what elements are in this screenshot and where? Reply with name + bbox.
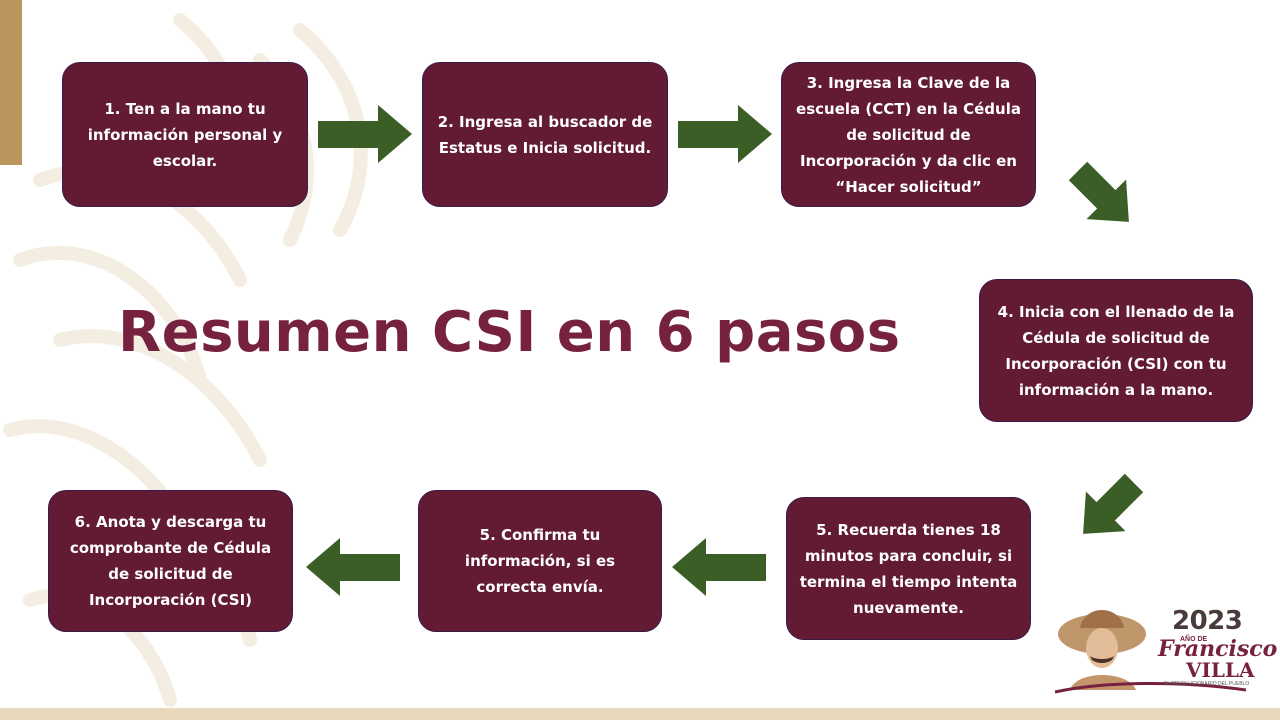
page-title: Resumen CSI en 6 pasos — [118, 300, 901, 365]
step-5-recuerda-text: 5. Recuerda tienes 18 minutos para concl… — [799, 520, 1018, 617]
step-4-text: 4. Inicia con el llenado de la Cédula de… — [997, 302, 1235, 399]
logo-name-first: Francisco — [1158, 636, 1278, 662]
step-1-box: 1. Ten a la mano tu información personal… — [62, 62, 308, 207]
logo-year: 2023 — [1172, 606, 1243, 636]
step-4-box: 4. Inicia con el llenado de la Cédula de… — [979, 279, 1253, 422]
gold-accent-bar — [0, 0, 22, 165]
step-2-box: 2. Ingresa al buscador de Estatus e Inic… — [422, 62, 668, 207]
step-3-box: 3. Ingresa la Clave de la escuela (CCT) … — [781, 62, 1036, 207]
step-6-box: 6. Anota y descarga tu comprobante de Cé… — [48, 490, 293, 632]
francisco-villa-logo — [1054, 610, 1247, 694]
bottom-band — [0, 708, 1280, 720]
step-5-confirma-box: 5. Confirma tu información, si es correc… — [418, 490, 662, 632]
arrow-diagonal-down-left-icon — [1083, 473, 1144, 534]
step-1-text: 1. Ten a la mano tu información personal… — [87, 99, 283, 170]
arrow-right-1-icon — [318, 105, 412, 163]
arrow-left-2-icon — [306, 538, 400, 596]
arrow-left-1-icon — [672, 538, 766, 596]
step-3-text: 3. Ingresa la Clave de la escuela (CCT) … — [796, 73, 1021, 196]
logo-ano-label: AÑO DE — [1180, 636, 1208, 643]
arrow-diagonal-down-right-icon — [1068, 161, 1129, 222]
step-6-text: 6. Anota y descarga tu comprobante de Cé… — [69, 513, 272, 609]
step-5-confirma-text: 5. Confirma tu información, si es correc… — [464, 526, 616, 596]
logo-tagline: EL REVOLUCIONARIO DEL PUEBLO — [1164, 681, 1250, 687]
logo-name-last: VILLA — [1186, 658, 1255, 682]
step-5-recuerda-box: 5. Recuerda tienes 18 minutos para concl… — [786, 497, 1031, 640]
step-2-text: 2. Ingresa al buscador de Estatus e Inic… — [437, 112, 653, 157]
arrow-right-2-icon — [678, 105, 772, 163]
